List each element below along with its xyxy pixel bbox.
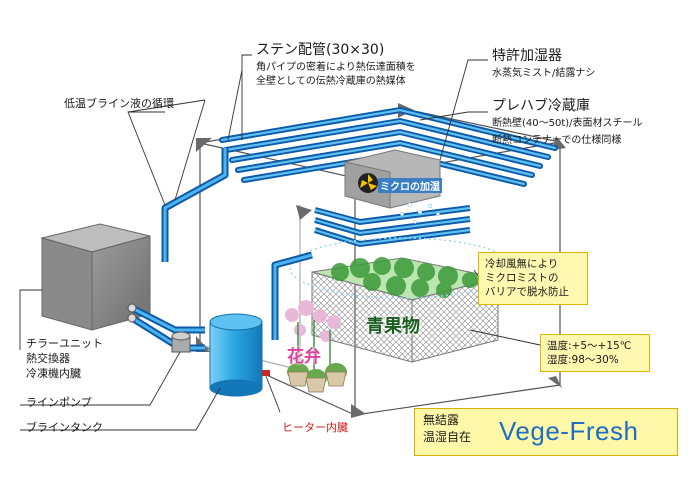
no-wind-note-line-2: ミクロミストの — [485, 272, 559, 285]
prefab-desc-1: 断熱壁(40〜50t)/表面材スチール — [492, 118, 643, 129]
flowers-label: 花弁 — [287, 347, 321, 367]
vegetables-label: 青果物 — [366, 316, 420, 337]
front-wall-pipe-band — [314, 205, 471, 248]
brand-line-1: 無結露 — [423, 413, 460, 427]
temperature-range: 温度:+5〜+15℃ — [547, 340, 632, 352]
produce-crate — [289, 237, 515, 363]
humidifier-title: 特許加湿器 — [492, 48, 562, 64]
pipe-title: ステン配管(30×30) — [256, 42, 385, 58]
prefab-desc-2: 断熱コンテナーでの仕様同様 — [492, 135, 622, 146]
line-pump-label: ラインポンプ — [26, 396, 92, 409]
brand-name: Vege-Fresh — [499, 416, 639, 446]
line-pump — [171, 331, 191, 353]
brine-circulation-label: 低温ブライン液の循環 — [64, 97, 174, 110]
humidifier-desc: 水蒸気ミスト/結露ナシ — [492, 68, 596, 79]
heater-label: ヒーター内臓 — [282, 421, 348, 434]
chiller-label-3: 冷凍機内臓 — [26, 367, 81, 380]
humidifier-unit — [344, 149, 441, 224]
brine-tank — [209, 313, 270, 397]
pipe-desc-1: 角パイプの密着により熱伝達面積を — [256, 62, 416, 73]
leader-lines — [19, 54, 541, 431]
brine-tank-label: ブラインタンク — [26, 421, 103, 434]
top-pipe-bands — [219, 106, 558, 187]
pipe-desc-2: 全壁としての伝熱冷蔵庫の熱媒体 — [256, 76, 406, 87]
chiller-label-1: チラーユニット — [26, 337, 103, 350]
brine-pipes — [127, 148, 313, 352]
brand-banner: 無結露 温湿自在 Vege-Fresh — [414, 408, 678, 456]
prefab-title: プレハブ冷蔵庫 — [492, 98, 590, 114]
flower-pots — [285, 300, 347, 393]
chiller-label-2: 熱交換器 — [26, 352, 70, 365]
humidity-range: 湿度:98〜30% — [547, 354, 619, 367]
mist-particles — [400, 202, 440, 224]
fan-icon — [360, 174, 377, 190]
no-wind-note-line-3: バリアで脱水防止 — [485, 286, 569, 299]
micro-humid-label: ミクロの加湿 — [378, 178, 442, 193]
no-wind-note: 冷却風無により ミクロミストの バリアで脱水防止 — [478, 252, 588, 305]
temp-humidity-note: 温度:+5〜+15℃ 湿度:98〜30% — [540, 334, 650, 373]
brand-line-2: 温湿自在 — [423, 430, 472, 444]
chiller-unit — [40, 223, 151, 331]
no-wind-note-line-1: 冷却風無により — [485, 258, 559, 270]
